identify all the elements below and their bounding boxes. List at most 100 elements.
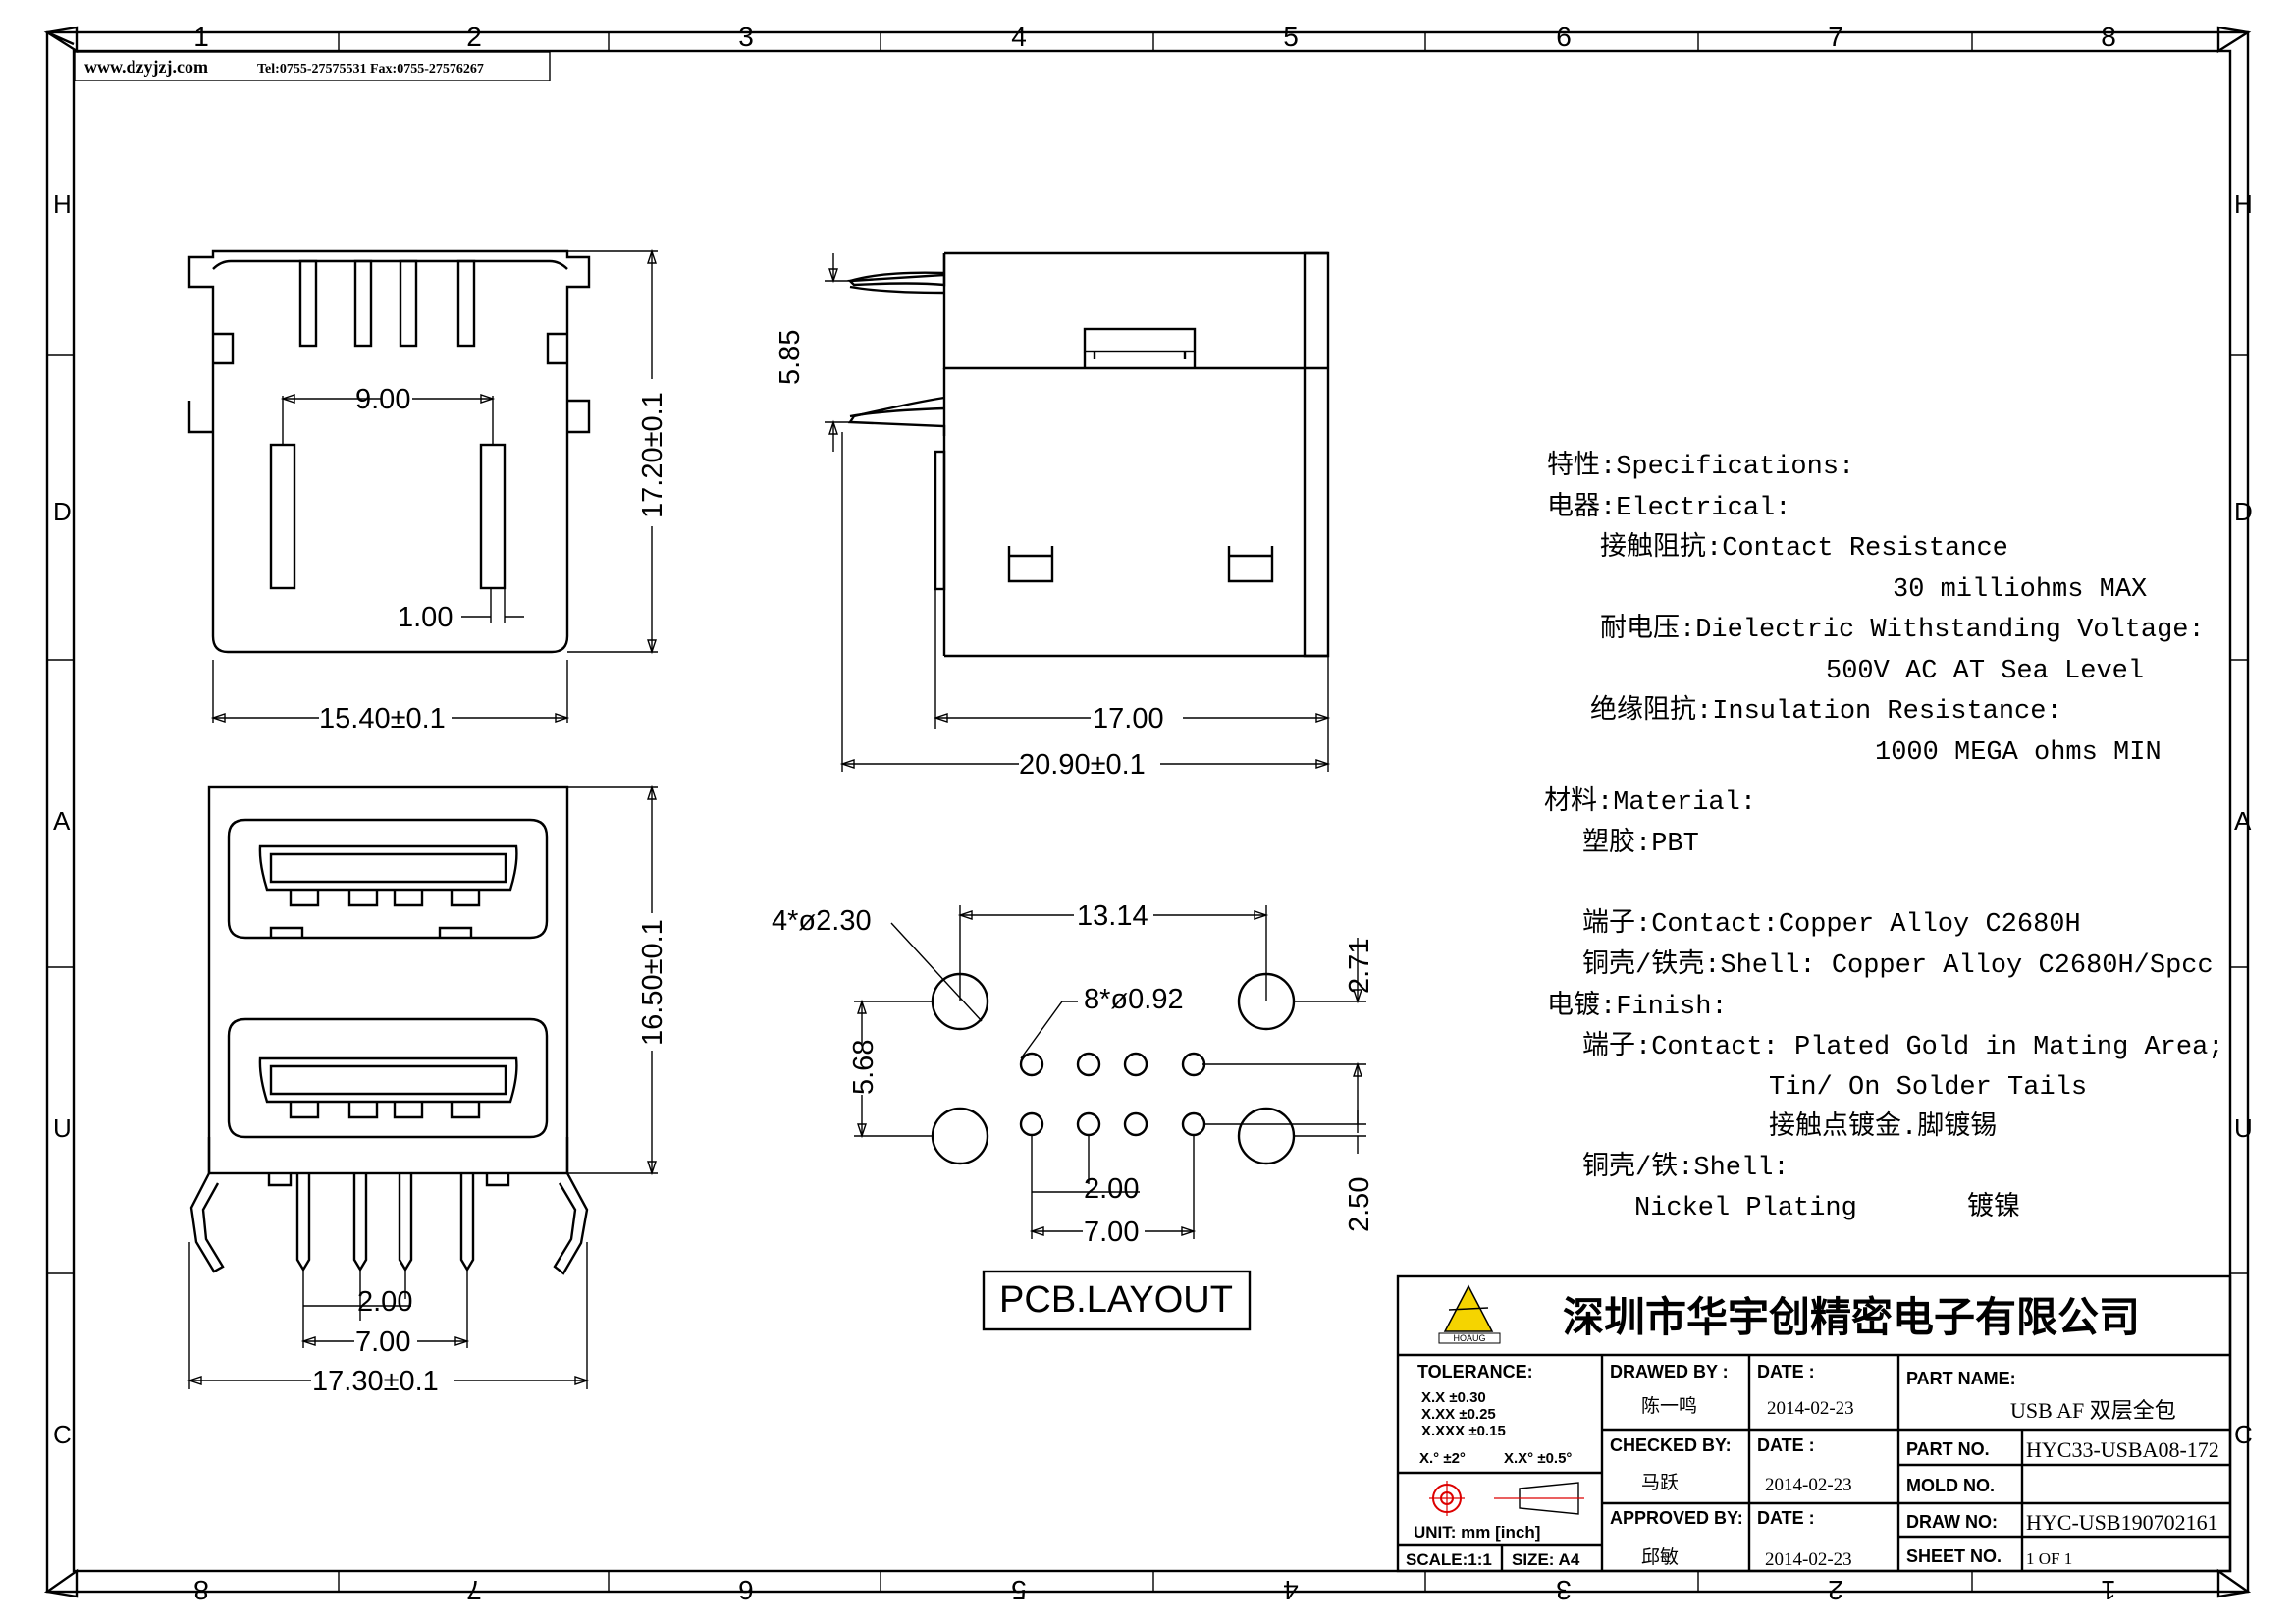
dim-pin-pitch-side: 5.85 [774,330,806,385]
spec-line: 镀镍 [1967,1191,2020,1223]
col-label: 3 [738,22,754,52]
dim-hole-offset-y: 2.71 [1344,939,1375,994]
top-view: 9.00 1.00 15.40±0.1 17.20±0.1 [187,248,668,734]
dim-signal-holes: 8*ø0.92 [1084,984,1184,1015]
spec-line: 绝缘阻抗:Insulation Resistance: [1590,694,2062,727]
drawed-by-label: DRAWED BY : [1610,1362,1729,1381]
dim-slot: 1.00 [398,602,453,633]
spec-line: Tin/ On Solder Tails [1769,1073,2087,1103]
dim-front-height: 16.50±0.1 [637,919,668,1046]
dim-row-spacing: 5.68 [848,1040,880,1095]
tolerance-line: X.XX ±0.25 [1421,1406,1496,1423]
date-label: DATE : [1757,1435,1815,1455]
angle-tolerance: X.° ±2° [1419,1450,1466,1467]
col-label: 4 [1283,1575,1299,1605]
col-label: 5 [1283,22,1299,52]
company-logo: HOAUG [1438,1284,1501,1344]
header-contact: www.dzyjzj.com Tel:0755-27575531 Fax:075… [74,51,551,81]
col-label: 1 [2101,1575,2116,1605]
spec-line: 端子:Contact:Copper Alloy C2680H [1582,907,2081,940]
dim-front-pin-pitch: 2.00 [357,1286,412,1318]
col-label: 1 [193,22,209,52]
scale: SCALE:1:1 [1406,1550,1492,1569]
part-name: USB AF 双层全包 [2010,1398,2176,1423]
projection-symbol [1429,1481,1584,1516]
spec-line: 接触阻抗:Contact Resistance [1600,531,2008,564]
spec-line: 电镀:Finish: [1547,990,1728,1022]
front-view: 16.50±0.1 2.00 7.00 17.30±0.1 [187,785,668,1397]
row-label: D [53,497,72,526]
col-label: 7 [466,1575,482,1605]
col-label: 6 [1556,22,1572,52]
col-label: 6 [738,1575,754,1605]
spec-line: 端子:Contact: Plated Gold in Mating Area; [1582,1030,2224,1062]
column-labels-bottom: 8 7 6 5 4 3 2 1 [193,1575,2116,1605]
spec-line: 电器:Electrical: [1547,491,1790,523]
sheet-no: 1 OF 1 [2026,1549,2072,1568]
sheet-no-label: SHEET NO. [1906,1546,2002,1566]
dim-total-depth: 20.90±0.1 [1019,749,1146,781]
row-label: A [2234,806,2252,836]
side-view: 5.85 17.00 20.90±0.1 [774,251,1331,781]
spec-line: 500V AC AT Sea Level [1826,657,2144,686]
title-block: HOAUG 深圳市华宇创精密电子有限公司 TOLERANCE: X.X ±0.3… [1396,1274,2232,1573]
dim-pcb-pin-pitch: 2.00 [1084,1173,1139,1205]
row-label: H [53,189,72,219]
date-drawn: 2014-02-23 [1767,1398,1854,1419]
dim-hole-span-x: 13.14 [1077,900,1148,932]
col-label: 8 [2101,22,2116,52]
col-label: 3 [1556,1575,1572,1605]
checked-by-label: CHECKED BY: [1610,1435,1732,1455]
date-label: DATE : [1757,1362,1815,1381]
row-label: U [53,1113,72,1143]
dim-pcb-pin-span: 7.00 [1084,1217,1139,1248]
col-label: 2 [1828,1575,1843,1605]
col-label: 8 [193,1575,209,1605]
tel-fax: Tel:0755-27575531 Fax:0755-27576267 [257,62,484,77]
col-label: 4 [1011,22,1027,52]
row-label: A [53,806,71,836]
approved-by-label: APPROVED BY: [1610,1508,1743,1528]
spec-line: 30 milliohms MAX [1893,575,2147,605]
part-name-label: PART NAME: [1906,1369,2016,1388]
approved-by: 邱敏 [1641,1546,1679,1568]
dim-front-width: 17.30±0.1 [312,1366,439,1397]
col-label: 5 [1011,1575,1027,1605]
spec-line: 铜壳/铁:Shell: [1582,1151,1789,1183]
spec-line: Nickel Plating [1634,1194,1857,1223]
spec-line: 材料:Material: [1544,785,1756,818]
company-name: 深圳市华宇创精密电子有限公司 [1563,1294,2140,1340]
col-label: 2 [466,22,482,52]
row-label: C [2234,1420,2253,1449]
row-label: U [2234,1113,2253,1143]
checked-by: 马跃 [1641,1472,1679,1493]
dim-mount-holes: 4*ø2.30 [772,905,872,937]
tolerance-line: X.X ±0.30 [1421,1389,1486,1406]
unit: UNIT: mm [inch] [1414,1523,1540,1542]
dim-height: 17.20±0.1 [637,392,668,518]
row-label: H [2234,189,2253,219]
drawed-by: 陈一鸣 [1641,1395,1697,1417]
date-approved: 2014-02-23 [1765,1549,1852,1570]
size: SIZE: A4 [1512,1550,1580,1569]
draw-no-label: DRAW NO: [1906,1512,1998,1532]
draw-no: HYC-USB190702161 [2026,1510,2218,1535]
spec-line: 铜壳/铁壳:Shell: Copper Alloy C2680H/Spcc [1582,948,2214,981]
row-label: C [53,1420,72,1449]
row-label: D [2234,497,2253,526]
website: www.dzyjzj.com [84,57,208,77]
spec-line: 塑胶:PBT [1582,827,1699,859]
pcb-layout: 4*ø2.30 8*ø0.92 13.14 2.71 5.68 2.50 2.0… [772,900,1375,1331]
dim-pin-spacing: 9.00 [355,384,410,415]
part-no-label: PART NO. [1906,1439,1990,1459]
column-labels-top: 1 2 3 4 5 6 7 8 [193,22,2116,52]
spec-line: 特性:Specifications: [1547,450,1854,482]
pcb-layout-label: PCB.LAYOUT [999,1279,1233,1321]
tolerance-line: X.XXX ±0.15 [1421,1423,1506,1439]
part-no: HYC33-USBA08-172 [2026,1437,2219,1462]
spec-line: 1000 MEGA ohms MIN [1875,738,2162,768]
drawing-frame [43,26,2252,1598]
spec-line: 接触点镀金.脚镀锡 [1769,1110,1997,1143]
col-label: 7 [1828,22,1843,52]
